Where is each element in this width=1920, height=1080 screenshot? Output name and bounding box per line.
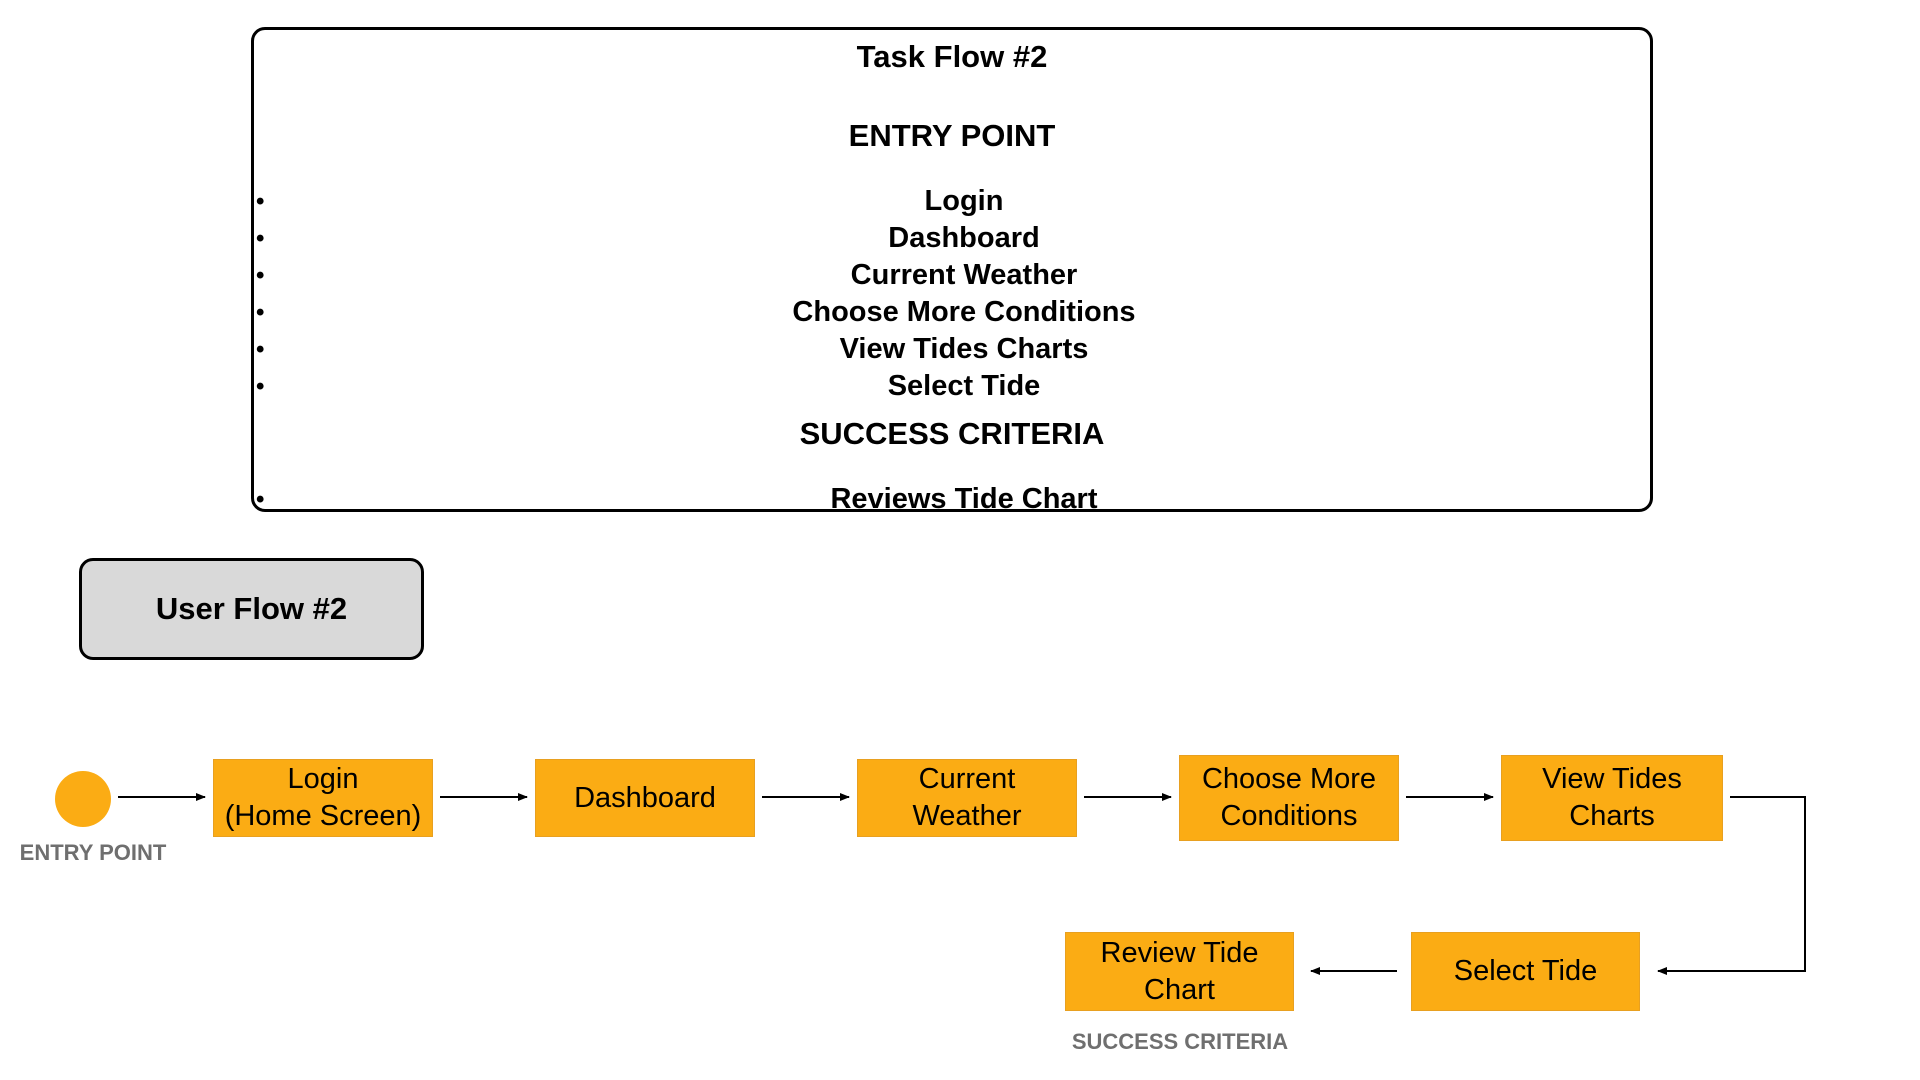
node-select-tide: Select Tide	[1411, 932, 1640, 1011]
node-label: Select Tide	[1453, 955, 1598, 987]
bullet-icon: •	[256, 486, 265, 513]
entry-item: • Login	[254, 183, 1650, 220]
success-criteria-caption: SUCCESS CRITERIA	[1071, 1029, 1289, 1054]
bullet-icon: •	[256, 299, 265, 326]
bullet-icon: •	[256, 336, 265, 363]
entry-item-text: Select Tide	[887, 370, 1041, 402]
success-item: • Reviews Tide Chart	[254, 481, 1650, 518]
entry-item: • Choose More Conditions	[254, 294, 1650, 331]
entry-item-text: Dashboard	[888, 222, 1040, 254]
entry-item: • View Tides Charts	[254, 331, 1650, 368]
bullet-icon: •	[256, 262, 265, 289]
entry-point-caption: ENTRY POINT	[19, 840, 167, 865]
entry-item-text: Current Weather	[850, 259, 1078, 291]
entry-point-node	[55, 771, 111, 827]
task-flow-title: Task Flow #2	[856, 39, 1048, 74]
node-label: Login (Home Screen)	[224, 763, 422, 832]
user-flow-label: User Flow #2	[79, 558, 424, 660]
entry-item: • Select Tide	[254, 368, 1650, 405]
bullet-icon: •	[256, 373, 265, 400]
node-choose-more-conditions: Choose More Conditions	[1179, 755, 1399, 841]
node-login: Login (Home Screen)	[213, 759, 433, 837]
node-view-tides-charts: View Tides Charts	[1501, 755, 1723, 841]
node-label: Choose More Conditions	[1201, 763, 1377, 832]
success-item-text: Reviews Tide Chart	[830, 483, 1098, 515]
bullet-icon: •	[256, 188, 265, 215]
node-review-tide-chart: Review Tide Chart	[1065, 932, 1294, 1011]
entry-item-text: Login	[924, 185, 1004, 217]
entry-item: • Dashboard	[254, 220, 1650, 257]
node-label: View Tides Charts	[1542, 763, 1682, 832]
entry-item-text: View Tides Charts	[839, 333, 1089, 365]
node-current-weather: Current Weather	[857, 759, 1077, 837]
bullet-icon: •	[256, 225, 265, 252]
node-dashboard: Dashboard	[535, 759, 755, 837]
node-label: Dashboard	[574, 781, 716, 814]
entry-item-text: Choose More Conditions	[792, 296, 1136, 328]
task-flow-box: Task Flow #2 ENTRY POINT • Login • Dashb…	[251, 27, 1653, 515]
entry-point-heading: ENTRY POINT	[848, 118, 1056, 153]
node-label: Review Tide Chart	[1100, 936, 1259, 1006]
node-label: Current Weather	[912, 763, 1022, 832]
success-criteria-heading: SUCCESS CRITERIA	[799, 416, 1105, 451]
entry-item: • Current Weather	[254, 257, 1650, 294]
